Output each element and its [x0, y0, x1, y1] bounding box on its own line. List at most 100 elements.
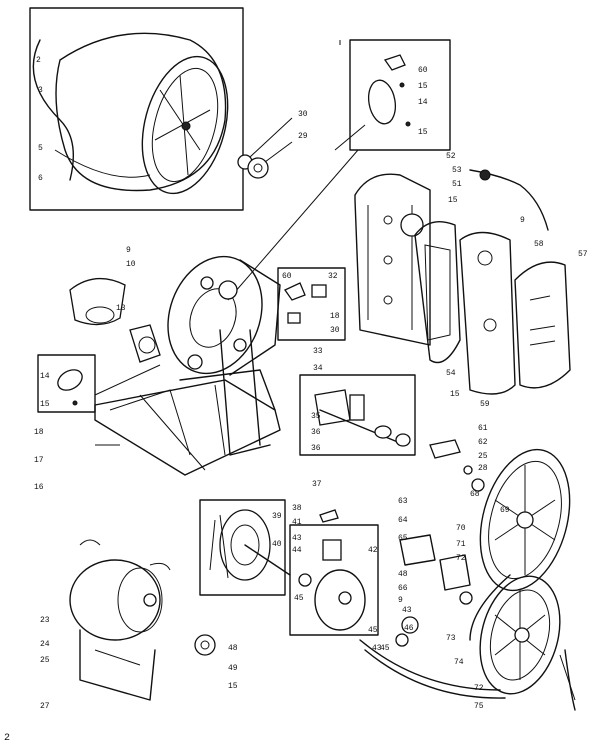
pulley-69: [479, 448, 571, 592]
motor-body: [69, 559, 161, 641]
catch-60: [383, 54, 406, 71]
callout-label: 62: [478, 438, 488, 447]
callout-label: 60: [282, 272, 292, 281]
callout-label: 72: [456, 554, 466, 563]
callout-label: 13: [116, 304, 126, 313]
door-catch-inset: [227, 39, 451, 301]
callout-label: 36: [311, 444, 321, 453]
callout-label: 51: [452, 180, 462, 189]
callout-label: 63: [398, 497, 408, 506]
belt-guide-frame: [414, 221, 461, 364]
callout-label: 25: [478, 452, 488, 461]
callout-label: 2: [36, 56, 41, 65]
callout-label: 48: [228, 644, 238, 653]
blower-duct: [69, 278, 161, 363]
callout-label: 45: [294, 594, 304, 603]
lamp-53: [400, 213, 424, 237]
callout-label: 42: [368, 546, 378, 555]
callout-label: 44: [292, 546, 302, 555]
idler-parts: [399, 439, 485, 605]
callout-label: 30: [298, 110, 308, 119]
callout-label: 30: [330, 326, 340, 335]
callout-label: 48: [398, 570, 408, 579]
shaft-inset: [299, 374, 416, 456]
callout-label: 43: [372, 644, 382, 653]
callout-label: 59: [480, 400, 490, 409]
motor-23: [69, 539, 216, 701]
callout-label: 5: [38, 144, 43, 153]
rear-panels: [354, 169, 571, 395]
callout-label: 73: [446, 634, 456, 643]
callout-label: 41: [292, 518, 302, 527]
callout-label: 15: [40, 400, 50, 409]
pulley-72: [479, 575, 561, 695]
bearing-29: [247, 157, 269, 179]
callout-label: 3: [38, 86, 43, 95]
callout-label: 71: [456, 540, 466, 549]
callout-label: 23: [40, 616, 50, 625]
callout-label: 25: [40, 656, 50, 665]
callout-label: 35: [311, 412, 321, 421]
callout-label: 40: [272, 540, 282, 549]
callout-label: 68: [470, 490, 480, 499]
base-frame: [94, 329, 281, 476]
callout-label: 72: [474, 684, 484, 693]
panel-57: [514, 261, 571, 389]
callout-label: 46: [404, 624, 414, 633]
callout-label: 70: [456, 524, 466, 533]
callout-label: 27: [40, 702, 50, 711]
callout-label: 15: [418, 128, 428, 137]
callout-label: 9: [398, 596, 403, 605]
callout-label: 69: [500, 506, 510, 515]
callout-label: 29: [298, 132, 308, 141]
callout-label: 65: [398, 534, 408, 543]
duct-10: [69, 278, 126, 326]
callout-label: 43: [292, 534, 302, 543]
callout-label: 14: [40, 372, 50, 381]
callout-label: 60: [418, 66, 428, 75]
blower-housing-45: [314, 569, 366, 631]
callout-label: 28: [478, 464, 488, 473]
callout-label: 24: [40, 640, 50, 649]
idler-bracket-64: [399, 534, 436, 566]
callout-label: 6: [38, 174, 43, 183]
callout-label: 64: [398, 516, 408, 525]
callout-label: 49: [228, 664, 238, 673]
callout-label: 37: [312, 480, 322, 489]
callout-label: 61: [478, 424, 488, 433]
idler-48: [194, 634, 216, 656]
bearing-13: [129, 324, 161, 363]
callout-label: 15: [450, 390, 460, 399]
bearing-29-30: [237, 117, 293, 179]
callout-label: 54: [446, 369, 456, 378]
callout-label: 17: [34, 456, 44, 465]
drum-shell: [55, 32, 227, 192]
catch-plate-14: [367, 79, 397, 125]
callout-label: 15: [228, 682, 238, 691]
callout-label: 38: [292, 504, 302, 513]
callout-label: 14: [418, 98, 428, 107]
blower-assembly: [199, 499, 419, 647]
callout-label: 18: [34, 428, 44, 437]
callout-label: 57: [578, 250, 588, 259]
callout-label: 16: [34, 483, 44, 492]
callout-label: 45: [368, 626, 378, 635]
drive-pulleys: [359, 448, 576, 711]
page-footer-number: 2: [4, 733, 10, 744]
callout-label: 74: [454, 658, 464, 667]
left-inset: [37, 354, 161, 413]
callout-label: 58: [534, 240, 544, 249]
bulkhead-ring: [167, 255, 263, 375]
callout-label: 9: [126, 246, 131, 255]
callout-label: 34: [313, 364, 323, 373]
callout-label: 9: [520, 216, 525, 225]
callout-label: 33: [313, 347, 323, 356]
drum-inset: [29, 7, 244, 211]
callout-label: 18: [330, 312, 340, 321]
callout-label: 36: [311, 428, 321, 437]
callout-label: 10: [126, 260, 136, 269]
panel-52: [354, 173, 431, 346]
